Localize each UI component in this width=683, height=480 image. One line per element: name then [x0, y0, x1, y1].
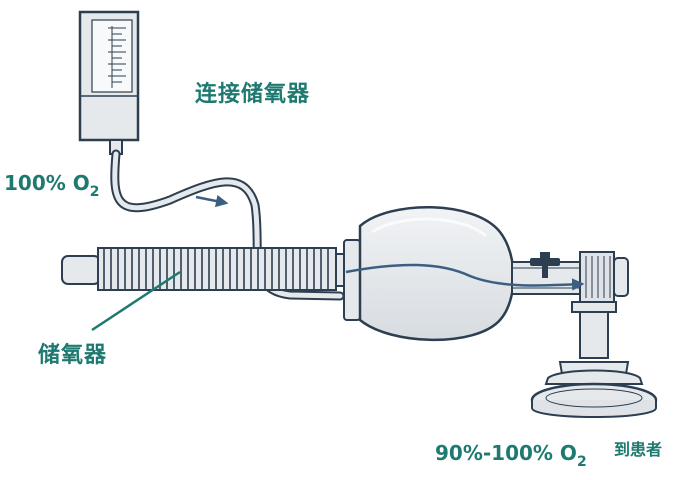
tube-ridges — [103, 249, 329, 289]
oxygen-flow-arrow — [195, 194, 229, 208]
label-oxygen-input: 100% O2 — [4, 171, 100, 200]
flowmeter-scale — [108, 26, 126, 88]
patient-valve-icon — [511, 251, 629, 359]
label-oxygen-output: 90%-100% O2 — [435, 441, 587, 470]
face-mask-icon — [530, 361, 658, 418]
label-to-patient: 到患者 — [614, 440, 662, 459]
resuscitation-bag-icon — [343, 205, 515, 342]
reservoir-pointer-line — [91, 270, 181, 332]
flowmeter-icon — [78, 10, 140, 155]
label-connect-reservoir: 连接储氧器 — [195, 81, 310, 107]
gas-flow-arrows — [195, 194, 585, 291]
label-reservoir: 储氧器 — [38, 342, 107, 368]
patient-flow-arrow — [345, 263, 585, 291]
corrugated-reservoir-tube-icon — [61, 247, 353, 291]
